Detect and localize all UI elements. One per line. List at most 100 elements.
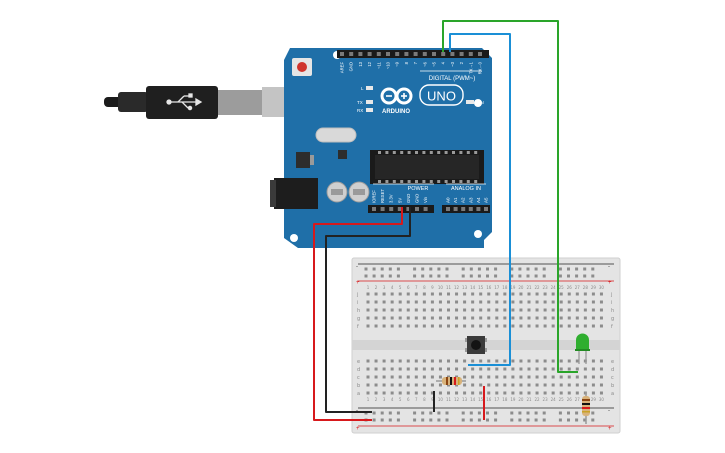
terminal-hole[interactable] [527, 316, 531, 320]
rail-hole[interactable] [364, 274, 368, 278]
terminal-hole[interactable] [398, 300, 402, 304]
terminal-hole[interactable] [519, 316, 523, 320]
terminal-hole[interactable] [535, 359, 539, 363]
terminal-hole[interactable] [519, 375, 523, 379]
terminal-hole[interactable] [503, 391, 507, 395]
terminal-hole[interactable] [398, 391, 402, 395]
usb-cable[interactable] [104, 86, 286, 119]
rail-hole[interactable] [583, 274, 587, 278]
rail-hole[interactable] [445, 411, 449, 415]
terminal-hole[interactable] [591, 324, 595, 328]
rail-hole[interactable] [558, 411, 562, 415]
rail-hole[interactable] [388, 411, 392, 415]
rail-hole[interactable] [469, 267, 473, 271]
terminal-hole[interactable] [543, 324, 547, 328]
rail-hole[interactable] [494, 267, 498, 271]
terminal-hole[interactable] [422, 383, 426, 387]
terminal-hole[interactable] [406, 292, 410, 296]
terminal-hole[interactable] [471, 324, 475, 328]
terminal-hole[interactable] [374, 391, 378, 395]
terminal-hole[interactable] [390, 359, 394, 363]
terminal-hole[interactable] [583, 324, 587, 328]
terminal-hole[interactable] [583, 316, 587, 320]
rail-hole[interactable] [429, 267, 433, 271]
analog-pin-hole[interactable] [461, 207, 466, 211]
terminal-hole[interactable] [575, 324, 579, 328]
power-pin-hole[interactable] [389, 207, 394, 211]
terminal-hole[interactable] [430, 292, 434, 296]
terminal-hole[interactable] [495, 324, 499, 328]
rail-hole[interactable] [534, 267, 538, 271]
rail-hole[interactable] [396, 267, 400, 271]
terminal-hole[interactable] [567, 383, 571, 387]
terminal-hole[interactable] [527, 308, 531, 312]
terminal-hole[interactable] [559, 359, 563, 363]
terminal-hole[interactable] [447, 359, 450, 363]
terminal-hole[interactable] [374, 383, 378, 387]
terminal-hole[interactable] [382, 375, 386, 379]
rail-hole[interactable] [396, 274, 400, 278]
terminal-hole[interactable] [463, 308, 467, 312]
rail-hole[interactable] [542, 411, 546, 415]
terminal-hole[interactable] [406, 316, 410, 320]
dc-power-jack[interactable] [274, 178, 318, 209]
push-button[interactable] [465, 336, 487, 354]
terminal-hole[interactable] [487, 367, 491, 371]
rail-hole[interactable] [477, 274, 481, 278]
terminal-hole[interactable] [422, 308, 426, 312]
terminal-hole[interactable] [455, 292, 459, 296]
terminal-hole[interactable] [438, 308, 442, 312]
rail-hole[interactable] [486, 418, 489, 422]
rail-hole[interactable] [567, 411, 570, 415]
terminal-hole[interactable] [366, 375, 370, 379]
digital-pin-hole[interactable] [468, 52, 473, 56]
terminal-hole[interactable] [527, 367, 531, 371]
terminal-hole[interactable] [382, 292, 386, 296]
terminal-hole[interactable] [495, 367, 499, 371]
terminal-hole[interactable] [398, 367, 402, 371]
terminal-hole[interactable] [551, 300, 555, 304]
terminal-hole[interactable] [390, 300, 394, 304]
analog-pin-hole[interactable] [484, 207, 488, 211]
terminal-hole[interactable] [374, 367, 378, 371]
terminal-hole[interactable] [406, 383, 410, 387]
terminal-hole[interactable] [447, 316, 450, 320]
rail-hole[interactable] [534, 418, 538, 422]
terminal-hole[interactable] [591, 316, 595, 320]
terminal-hole[interactable] [495, 308, 499, 312]
reset-button-cap[interactable] [297, 62, 307, 72]
terminal-hole[interactable] [374, 359, 378, 363]
rail-hole[interactable] [575, 411, 579, 415]
rail-hole[interactable] [526, 267, 530, 271]
terminal-hole[interactable] [599, 308, 603, 312]
terminal-hole[interactable] [503, 308, 507, 312]
terminal-hole[interactable] [495, 316, 499, 320]
terminal-hole[interactable] [511, 359, 515, 363]
terminal-hole[interactable] [527, 375, 531, 379]
rail-hole[interactable] [380, 418, 384, 422]
rail-hole[interactable] [486, 267, 489, 271]
terminal-hole[interactable] [567, 292, 571, 296]
terminal-hole[interactable] [374, 324, 378, 328]
terminal-hole[interactable] [535, 300, 539, 304]
terminal-hole[interactable] [543, 383, 547, 387]
terminal-hole[interactable] [591, 308, 595, 312]
wire-pin13-green[interactable] [442, 20, 578, 373]
rail-hole[interactable] [372, 267, 376, 271]
terminal-hole[interactable] [406, 324, 410, 328]
rail-hole[interactable] [437, 274, 441, 278]
terminal-hole[interactable] [511, 391, 515, 395]
analog-pin-hole[interactable] [476, 207, 481, 211]
terminal-hole[interactable] [535, 324, 539, 328]
terminal-hole[interactable] [479, 316, 483, 320]
digital-pin-hole[interactable] [450, 52, 455, 56]
terminal-hole[interactable] [599, 316, 603, 320]
terminal-hole[interactable] [567, 391, 571, 395]
terminal-hole[interactable] [430, 391, 434, 395]
terminal-hole[interactable] [422, 391, 426, 395]
rail-hole[interactable] [461, 418, 465, 422]
terminal-hole[interactable] [374, 316, 378, 320]
terminal-hole[interactable] [535, 383, 539, 387]
terminal-hole[interactable] [503, 324, 507, 328]
terminal-hole[interactable] [471, 375, 475, 379]
